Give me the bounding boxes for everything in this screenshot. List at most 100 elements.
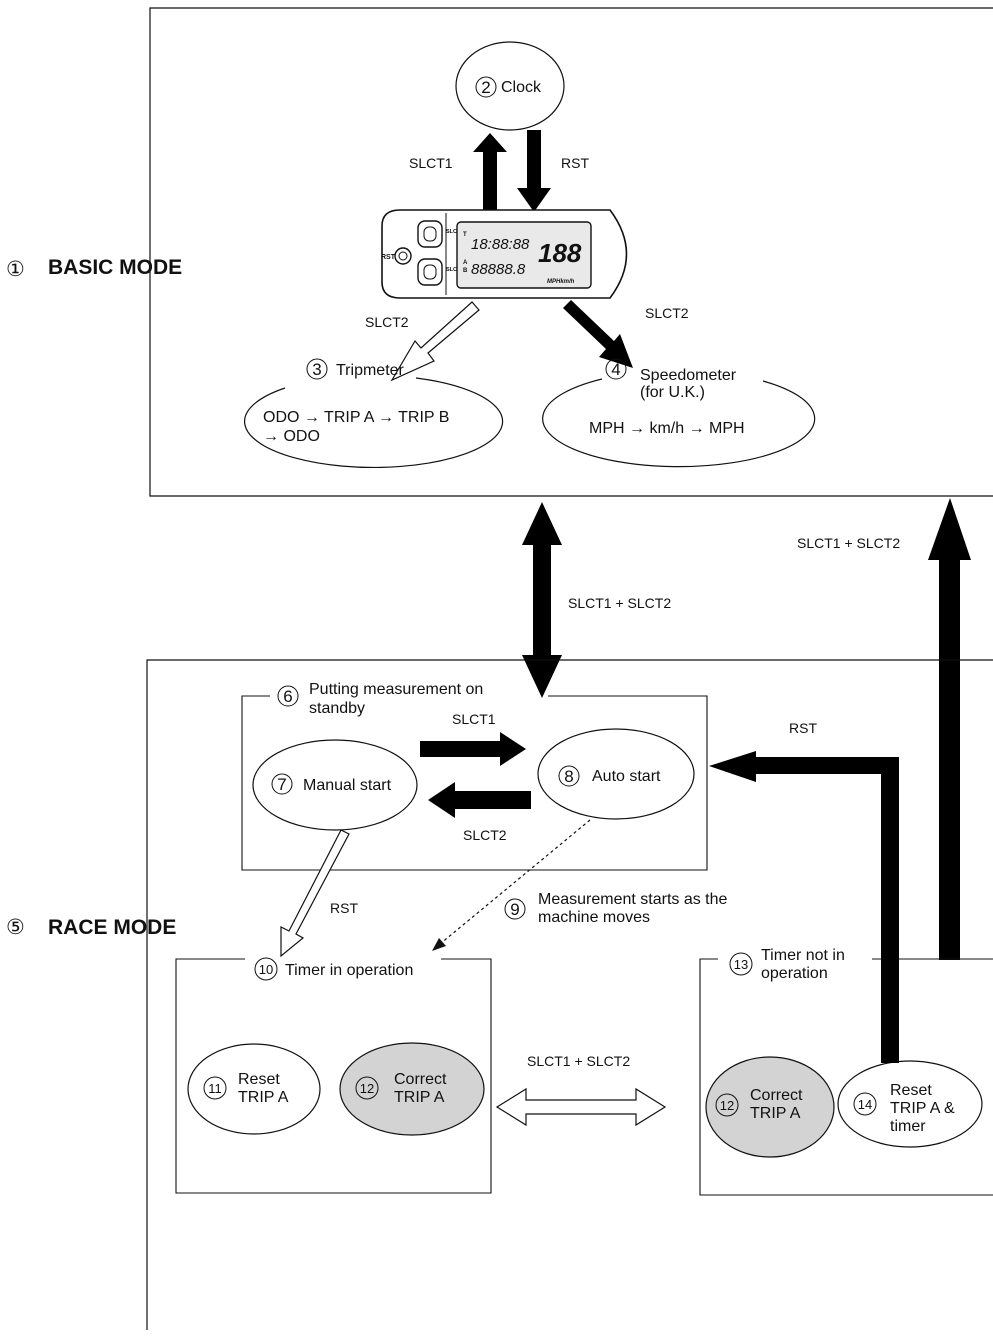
speedometer-oval — [542, 378, 816, 468]
timer-on-box — [175, 958, 492, 1194]
reset-a-number-circle — [203, 1076, 227, 1100]
rst-down-label: RST — [561, 155, 589, 171]
slct2-speedometer-arrow — [563, 300, 633, 368]
clock-oval — [455, 41, 565, 131]
timer-off-heading: 13 Timer not in operation — [729, 947, 845, 982]
reset-trip-a-node: 11 Reset TRIP A — [187, 1043, 321, 1135]
lcd-indicator-a: A — [463, 260, 468, 266]
correct-a-line1: Correct — [394, 1071, 447, 1088]
auto-to-timer-arrowhead — [432, 938, 446, 951]
lcd-odo-digits: 88888.8 — [471, 261, 526, 278]
device-slct2-button-inner — [423, 264, 437, 280]
rst-return-label: RST — [789, 720, 817, 736]
standby-heading: 6 Putting measurement on standby — [277, 681, 483, 717]
reset-a-number: 11 — [208, 1081, 222, 1096]
mode-switch-double-arrow — [522, 502, 562, 698]
device-slct1-text: SLCT 1 — [446, 229, 465, 235]
device-illustration: RST SLCT 1 SLCT 2 T A B 18:88:88 88888.8… — [381, 209, 628, 299]
auto-note: 9 Measurement starts as the machine move… — [504, 891, 728, 926]
reset-timer-number: 14 — [858, 1097, 872, 1112]
correct-a-number: 12 — [360, 1081, 374, 1096]
lcd-clock-digits: 18:88:88 — [471, 236, 530, 253]
auto-start-oval — [537, 728, 695, 820]
clock-number-circle — [475, 76, 497, 98]
basic-mode-title: ① BASIC MODE — [6, 256, 182, 281]
manual-number: 7 — [277, 775, 286, 794]
return-to-basic-arrow — [928, 498, 971, 960]
clock-label: Clock — [501, 79, 542, 96]
timer-on-heading: 10 Timer in operation — [254, 957, 413, 981]
reset-a-line1: Reset — [238, 1071, 280, 1088]
speedometer-number: 4 — [611, 360, 620, 379]
device-slct1-button — [417, 220, 443, 248]
race-mode-frame — [146, 659, 993, 1330]
speedometer-cycle: MPH → km/h → MPH — [589, 420, 745, 437]
basic-mode-label: BASIC MODE — [48, 256, 182, 279]
correct-b-number-circle — [715, 1093, 739, 1117]
timer-swap-label: SLCT1 + SLCT2 — [527, 1053, 630, 1069]
slct2-right-label: SLCT2 — [645, 305, 689, 321]
correct-b-line1: Correct — [750, 1087, 803, 1104]
auto-note-line1: Measurement starts as the — [538, 891, 728, 908]
timer-on-label: Timer in operation — [285, 962, 413, 979]
manual-number-circle — [271, 773, 293, 795]
standby-line1: Putting measurement on — [309, 681, 483, 698]
auto-note-line2: machine moves — [538, 909, 650, 926]
standby-box — [241, 695, 708, 871]
slct2-left-label: SLCT2 — [365, 314, 409, 330]
reset-timer-line1: Reset — [890, 1082, 932, 1099]
device-rst-button — [394, 247, 412, 265]
manual-start-oval — [252, 739, 418, 831]
auto-to-timer-dotted-line — [439, 819, 591, 945]
correct-b-number: 12 — [720, 1098, 734, 1113]
timer-on-number: 10 — [259, 962, 273, 977]
correct-a-number-circle — [355, 1076, 379, 1100]
device-rst-button-inner — [398, 251, 408, 261]
slct2-left-arrow — [428, 782, 531, 818]
basic-mode-number: ① — [6, 258, 25, 281]
timer-swap-double-arrow — [495, 1087, 667, 1127]
manual-start-node: 7 Manual start — [252, 739, 418, 831]
timer-off-line2: operation — [761, 965, 828, 982]
device-slct2-button — [417, 258, 443, 286]
mode-switch-label: SLCT1 + SLCT2 — [568, 595, 671, 611]
manual-label: Manual start — [303, 777, 392, 794]
speedometer-label: Speedometer — [640, 367, 737, 384]
reset-trip-a-oval — [187, 1043, 321, 1135]
slct1-right-arrow — [420, 732, 526, 766]
reset-trip-timer-node: 14 Reset TRIP A & timer — [837, 1060, 983, 1148]
race-mode-title: ⑤ RACE MODE — [6, 916, 176, 939]
auto-note-number: 9 — [510, 900, 519, 919]
clock-node: 2 Clock — [455, 41, 565, 131]
slct2-tripmeter-arrow — [390, 301, 480, 382]
tripmeter-number-circle — [306, 358, 328, 380]
auto-label: Auto start — [592, 768, 661, 785]
timer-off-line1: Timer not in — [761, 947, 845, 964]
manual-to-timer-arrow — [280, 829, 350, 958]
auto-number-circle — [558, 765, 580, 787]
correct-trip-b-oval — [705, 1056, 835, 1158]
slct1-up-arrow — [473, 133, 507, 210]
correct-b-line2: TRIP A — [750, 1105, 801, 1122]
speedometer-node: 4 Speedometer (for U.K.) MPH → km/h → MP… — [542, 358, 816, 468]
tripmeter-node: 3 Tripmeter ODO → TRIP A → TRIP B → ODO — [243, 358, 504, 469]
correct-a-line2: TRIP A — [394, 1089, 445, 1106]
manual-rst-label: RST — [330, 900, 358, 916]
clock-number: 2 — [481, 78, 490, 97]
rst-return-arrow — [709, 751, 899, 1063]
tripmeter-cycle-line2: → ODO — [263, 428, 320, 445]
lcd-indicator-b: B — [463, 268, 468, 274]
race-mode-label: RACE MODE — [48, 916, 176, 939]
slct1-up-label: SLCT1 — [409, 155, 453, 171]
rst-down-arrow — [517, 130, 551, 212]
device-lcd — [456, 221, 592, 289]
race-mode-number: ⑤ — [6, 916, 25, 939]
basic-mode-frame — [149, 7, 993, 497]
correct-trip-b-node: 12 Correct TRIP A — [705, 1056, 835, 1158]
auto-note-number-circle — [504, 898, 526, 920]
tripmeter-label: Tripmeter — [336, 362, 405, 379]
correct-trip-a-node: 12 Correct TRIP A — [339, 1042, 485, 1136]
speedometer-number-circle — [605, 358, 627, 380]
return-to-basic-label: SLCT1 + SLCT2 — [797, 535, 900, 551]
